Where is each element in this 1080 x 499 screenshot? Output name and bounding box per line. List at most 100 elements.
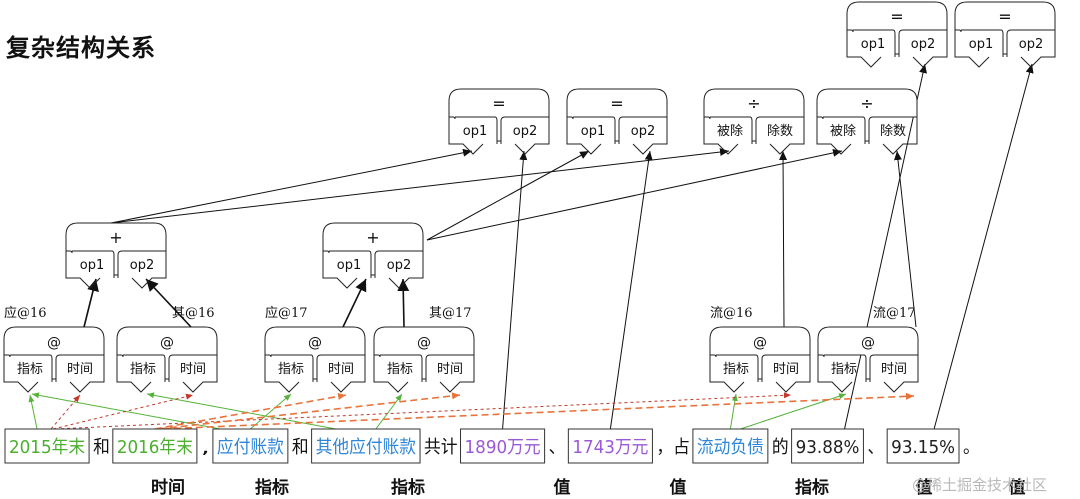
port-label-right: 除数 — [767, 124, 793, 139]
port-right-box — [425, 354, 474, 382]
port-label-left: 指标 — [17, 362, 43, 377]
node-head-outline — [709, 326, 811, 355]
token-text: 2015年末 — [9, 437, 85, 458]
node-port-outline — [448, 117, 550, 155]
token-text: , — [201, 437, 210, 458]
edge-plus1-eq1 — [110, 148, 473, 224]
entity-token: 1890万元 — [460, 428, 546, 464]
node-operator: @ — [861, 335, 875, 351]
port-right-box — [868, 116, 917, 144]
node-operator: + — [109, 228, 122, 247]
port-right-box — [898, 29, 947, 57]
port-label-left: op1 — [861, 37, 885, 52]
category-label: 指标 — [391, 477, 425, 498]
port-right-box — [618, 116, 667, 144]
token-text: 、 — [549, 437, 566, 458]
link-2016-at6 — [162, 392, 915, 430]
node-port-outline — [65, 251, 167, 289]
token-text: ，占 — [656, 437, 689, 458]
link-2016-at3 — [154, 392, 347, 430]
token-text: 共计 — [424, 437, 457, 458]
entity-box — [460, 428, 546, 464]
port-left-box — [323, 250, 372, 278]
node-operator: @ — [753, 335, 767, 351]
node-operator: ÷ — [747, 94, 760, 113]
category-label: 值 — [554, 477, 571, 498]
text-token: 。 — [963, 437, 980, 458]
port-label-right: 时间 — [773, 362, 799, 377]
link-time-at1 — [28, 394, 38, 430]
entity-token: 2015年末 — [4, 428, 90, 464]
text-token: ，占 — [656, 437, 689, 458]
node-head-outline — [264, 326, 366, 355]
node-port-outline — [373, 355, 475, 393]
link-ind-at2 — [146, 392, 336, 430]
port-right-box — [374, 250, 423, 278]
entity-box — [791, 428, 864, 464]
entity-box — [567, 428, 653, 464]
text-token: 和 — [93, 437, 110, 458]
port-label-left: 指标 — [278, 362, 304, 377]
node-operator: @ — [47, 335, 61, 351]
entity-token: 应付账款 — [212, 428, 289, 464]
node-head-outline — [816, 88, 918, 117]
edge-9315-eq4 — [933, 63, 1034, 430]
port-label-left: op1 — [463, 124, 487, 139]
node-at6: @指标时间流@17 — [817, 306, 919, 393]
node-head-outline — [817, 326, 919, 355]
port-left-box — [567, 116, 616, 144]
category-label: 值 — [1009, 477, 1026, 498]
port-right-box — [869, 354, 918, 382]
port-left-box — [955, 29, 1004, 57]
node-port-outline — [264, 355, 366, 393]
text-token: , — [201, 437, 210, 458]
port-label-left: op1 — [80, 258, 104, 273]
node-head-outline — [3, 326, 105, 355]
port-left-box — [710, 354, 759, 382]
node-head-outline — [116, 326, 218, 355]
port-label-left: op1 — [581, 124, 605, 139]
link-ind-at4 — [375, 393, 403, 430]
category-label: 指标 — [795, 477, 829, 498]
node-operator: = — [492, 94, 505, 113]
token-text: 。 — [963, 437, 980, 458]
link-ind-at5 — [729, 393, 738, 430]
port-label-right: op2 — [387, 258, 411, 273]
entity-box — [311, 428, 421, 464]
node-port-outline — [846, 30, 948, 68]
token-text: 其他应付账款 — [316, 437, 416, 458]
text-token: 、 — [549, 437, 566, 458]
node-head-outline — [448, 88, 550, 117]
node-eq3: = op1 op2 — [846, 1, 948, 68]
edge-at4-plus2 — [397, 278, 410, 328]
category-labels: 时间指标指标值值指标值值 — [151, 477, 1026, 498]
port-label-right: op2 — [911, 37, 935, 52]
port-label-left: 指标 — [387, 362, 413, 377]
node-port-outline — [322, 251, 424, 289]
category-label: 值 — [916, 477, 933, 498]
edge-plus1-div1 — [110, 148, 730, 224]
node-div2: ÷被除除数 — [816, 88, 918, 155]
port-label-right: 时间 — [881, 362, 907, 377]
port-right-box — [761, 354, 810, 382]
node-port-outline — [954, 30, 1056, 68]
token-text: 、 — [867, 437, 884, 458]
token-text: 和 — [93, 437, 110, 458]
link-ind-at1 — [31, 392, 221, 430]
port-label-left: op1 — [969, 37, 993, 52]
port-right-box — [755, 116, 804, 144]
category-label: 指标 — [255, 477, 289, 498]
node-at5: @指标时间流@16 — [709, 306, 811, 393]
node-operator: + — [366, 228, 379, 247]
link-ind-at6 — [740, 393, 847, 430]
link-2016-at4 — [158, 392, 461, 430]
node-port-outline — [709, 355, 811, 393]
entity-token: 流动负债 — [692, 428, 769, 464]
node-operator: = — [890, 7, 903, 26]
node-label: 流@16 — [710, 306, 753, 321]
